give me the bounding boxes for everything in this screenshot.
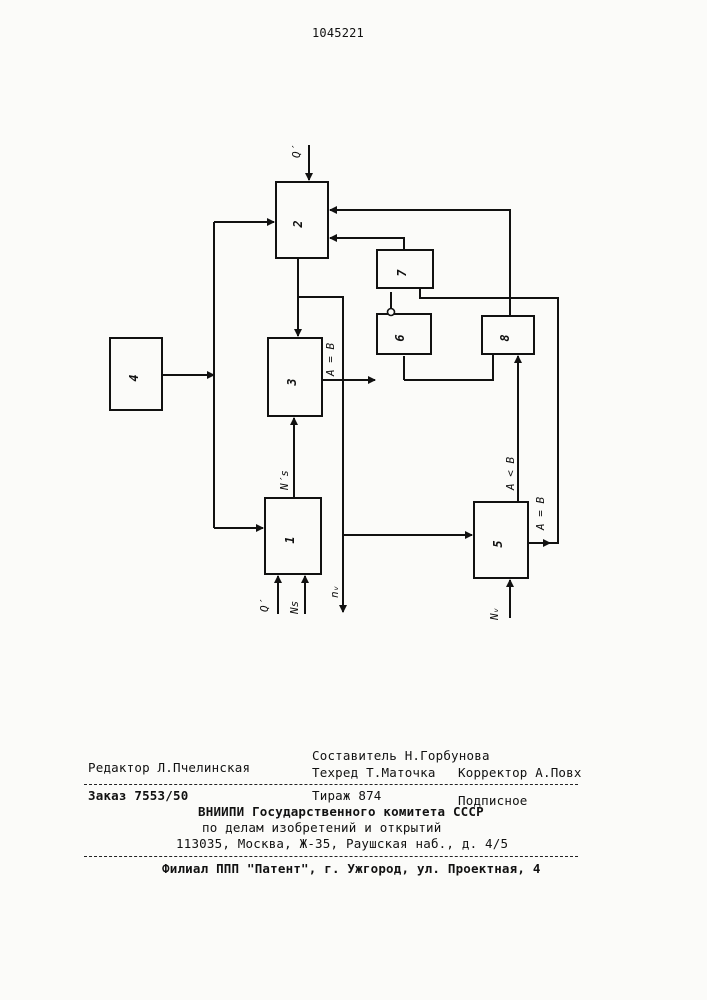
block-2-label: 2 [291, 220, 305, 228]
editor-credit: Редактор Л.Пчелинская [88, 760, 250, 775]
techred-credit: Техред Т.Маточка [312, 765, 436, 780]
a-lt-b-5-label: A < B [504, 457, 517, 491]
corrector-credit: Корректор А.Повх [458, 765, 582, 780]
a-eq-b-5-label: A = B [534, 497, 547, 531]
order-number: Заказ 7553/50 [88, 788, 188, 803]
block-3-label: 3 [285, 378, 299, 386]
ns-prime-label: N′s [278, 470, 291, 491]
block-6 [377, 314, 431, 354]
nv-in-label: Nᵥ [488, 607, 501, 621]
org-line-1: ВНИИПИ Государственного комитета СССР [198, 804, 484, 819]
block-7-label: 7 [395, 269, 409, 277]
block-2 [276, 182, 328, 258]
a-eq-b-3-label: A = B [324, 343, 337, 377]
q-bottom-label: Q′ [258, 599, 271, 612]
block-diagram: 2 3 1 4 7 6 8 5 Q′ nᵥ N′s Q′ Ns A = B [0, 0, 707, 700]
block-7 [377, 250, 433, 288]
circulation: Тираж 874 [312, 788, 382, 803]
block-1-label: 1 [283, 536, 297, 543]
bottom-divider [84, 856, 578, 857]
block-4-label: 4 [127, 374, 141, 381]
block-5-label: 5 [491, 540, 505, 547]
top-divider [84, 784, 578, 785]
org-line-2: по делам изобретений и открытий [202, 820, 442, 835]
composer-credit: Составитель Н.Горбунова [312, 748, 490, 763]
block-5 [474, 502, 528, 578]
org-address: 113035, Москва, Ж-35, Раушская наб., д. … [176, 836, 508, 851]
block-1 [265, 498, 321, 574]
block-6-label: 6 [393, 334, 407, 341]
block-8-label: 8 [498, 334, 512, 341]
block7-to-block2-wire [330, 238, 404, 250]
ns-label: Ns [288, 601, 301, 615]
block8-to-block2-wire [330, 210, 510, 316]
block8-to-join-wire [404, 354, 493, 380]
inverter-bubble [388, 309, 395, 316]
branch-address: Филиал ППП "Патент", г. Ужгород, ул. Про… [162, 861, 541, 876]
nv-out-label: nᵥ [328, 585, 341, 598]
block-3 [268, 338, 322, 416]
q-top-label: Q′ [290, 145, 303, 158]
block-4 [110, 338, 162, 410]
